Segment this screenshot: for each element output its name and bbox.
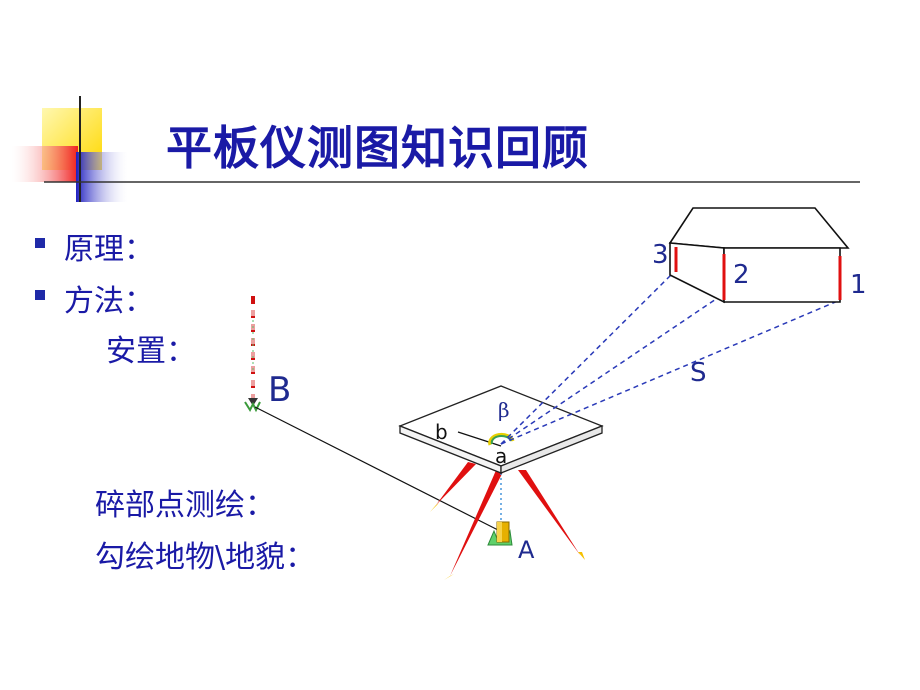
sub-item-setup: 安置：: [106, 334, 196, 369]
bullet-principle: 原理：: [64, 232, 154, 267]
tripod: [430, 462, 585, 580]
corner-label-2: 2: [733, 260, 750, 290]
bullet-method: 方法：: [64, 284, 154, 319]
sub-item-sketch: 勾绘地物\地貌：: [95, 540, 316, 575]
point-label-b: B: [268, 370, 292, 410]
point-label-a-lower: a: [495, 444, 508, 468]
point-label-a: A: [518, 536, 535, 564]
station-peg-a: [487, 521, 513, 546]
line-a-to-b: [457, 431, 502, 447]
corner-label-3: 3: [652, 240, 669, 270]
sub-item-detail-survey: 碎部点测绘：: [95, 488, 275, 523]
bullet-marker: [35, 238, 45, 248]
line-b-to-a: [254, 406, 499, 531]
survey-pole-b: [244, 296, 261, 413]
slide-title: 平板仪测图知识回顾: [166, 121, 589, 175]
corner-label-1: 1: [850, 270, 867, 300]
house-corner-markers: [674, 247, 842, 300]
house: [668, 207, 850, 304]
angle-label-beta: β: [498, 398, 510, 422]
distance-label-s: S: [690, 358, 707, 388]
point-label-b-lower: b: [435, 420, 448, 444]
sight-lines: [500, 269, 841, 445]
plane-table-board: [398, 385, 604, 474]
bullet-marker: [35, 290, 45, 300]
